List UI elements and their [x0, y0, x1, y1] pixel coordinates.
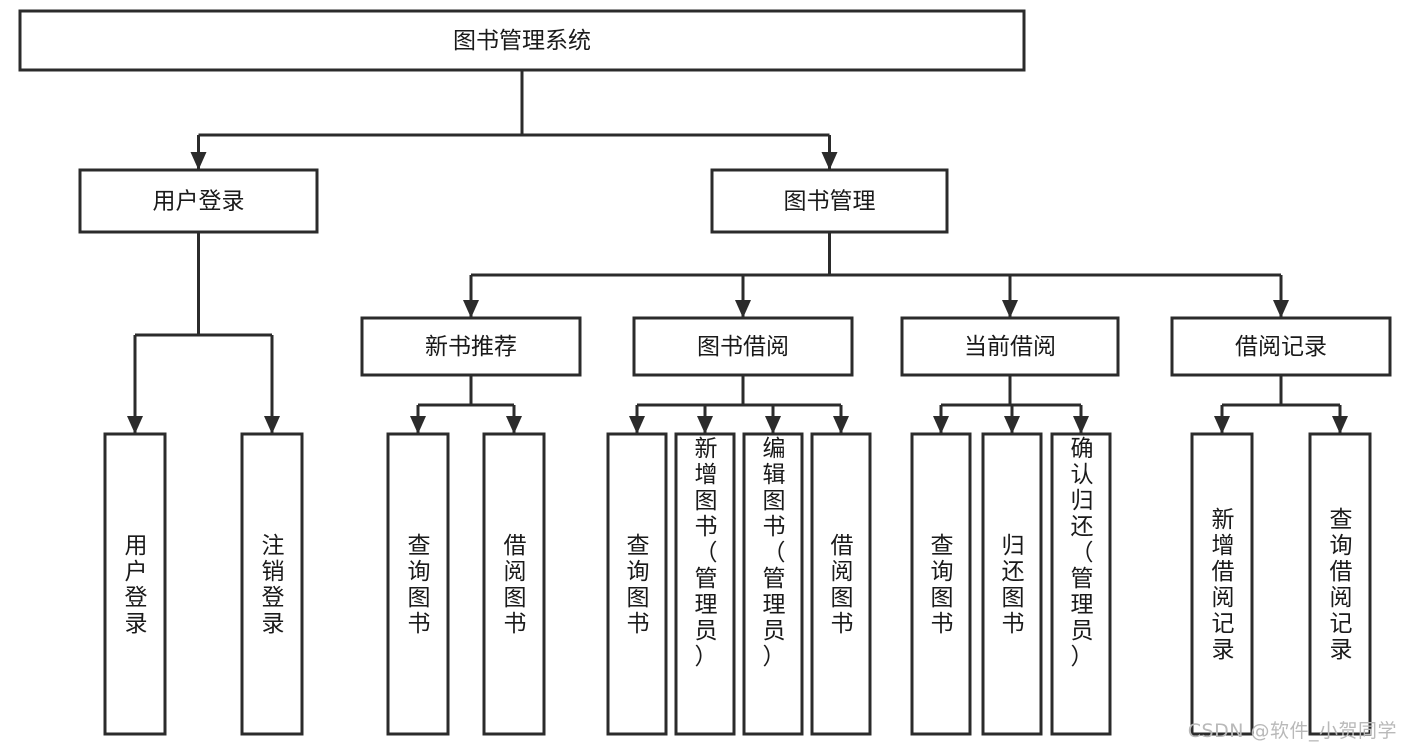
arrow-head-icon — [933, 416, 949, 434]
node-leaf-return-book-box[interactable] — [981, 432, 1043, 736]
node-user-login[interactable]: 用户登录 — [78, 168, 319, 234]
node-leaf-borrow-book-1-label: 借阅图书 — [504, 533, 527, 637]
node-book-borrow-box[interactable] — [632, 316, 854, 377]
node-leaf-borrow-book-1-box[interactable] — [482, 432, 546, 736]
arrow-head-icon — [629, 416, 645, 434]
node-new-book-recommend[interactable]: 新书推荐 — [360, 316, 582, 377]
node-leaf-query-book-3-box[interactable] — [910, 432, 972, 736]
arrow-head-icon — [833, 416, 849, 434]
arrow-head-icon — [1332, 416, 1348, 434]
node-root-box[interactable] — [18, 9, 1026, 72]
arrow-head-icon — [264, 416, 280, 434]
node-root-label: 图书管理系统 — [453, 28, 591, 54]
node-leaf-add-borrow-record-label: 新增借阅记录 — [1212, 507, 1235, 663]
arrow-head-icon — [1002, 300, 1018, 318]
arrow-head-icon — [127, 416, 143, 434]
node-borrow-record[interactable]: 借阅记录 — [1170, 316, 1392, 377]
node-leaf-logout-login-label: 注销登录 — [262, 533, 285, 637]
node-book-manage-box[interactable] — [710, 168, 949, 234]
node-leaf-add-borrow-record-box[interactable] — [1190, 432, 1254, 736]
node-root[interactable]: 图书管理系统 — [18, 9, 1026, 72]
node-leaf-borrow-book-2-label: 借阅图书 — [831, 533, 854, 637]
arrow-head-icon — [1214, 416, 1230, 434]
node-book-borrow[interactable]: 图书借阅 — [632, 316, 854, 377]
node-leaf-query-book-1-label: 查询图书 — [408, 533, 431, 637]
node-leaf-confirm-return-admin-label: 确认归还（管理员） — [1071, 436, 1094, 670]
node-new-book-recommend-label: 新书推荐 — [425, 334, 517, 360]
node-leaf-logout-login-box[interactable] — [240, 432, 304, 736]
node-leaf-borrow-book-2-box[interactable] — [810, 432, 872, 736]
node-book-borrow-label: 图书借阅 — [697, 334, 789, 360]
node-leaf-query-book-1-box[interactable] — [386, 432, 450, 736]
node-leaf-query-borrow-record-box[interactable] — [1308, 432, 1372, 736]
node-leaf-edit-book-admin[interactable]: 编辑图书（管理员） — [742, 432, 804, 736]
arrow-head-icon — [506, 416, 522, 434]
node-user-login-box[interactable] — [78, 168, 319, 234]
node-leaf-borrow-book-2[interactable]: 借阅图书 — [810, 432, 872, 736]
node-leaf-query-borrow-record[interactable]: 查询借阅记录 — [1308, 432, 1372, 736]
node-leaf-user-login-label: 用户登录 — [125, 533, 148, 637]
connector-layer — [127, 70, 1348, 434]
node-leaf-query-book-3[interactable]: 查询图书 — [910, 432, 972, 736]
node-leaf-return-book-label: 归还图书 — [1002, 533, 1025, 637]
node-leaf-query-book-2[interactable]: 查询图书 — [606, 432, 668, 736]
node-leaf-query-book-3-label: 查询图书 — [931, 533, 954, 637]
arrow-head-icon — [765, 416, 781, 434]
node-leaf-add-borrow-record[interactable]: 新增借阅记录 — [1190, 432, 1254, 736]
node-leaf-query-book-1[interactable]: 查询图书 — [386, 432, 450, 736]
arrow-head-icon — [410, 416, 426, 434]
arrow-head-icon — [735, 300, 751, 318]
node-current-borrow-label: 当前借阅 — [964, 334, 1056, 360]
node-leaf-edit-book-admin-box[interactable] — [742, 432, 804, 736]
node-leaf-user-login[interactable]: 用户登录 — [103, 432, 167, 736]
node-book-manage-label: 图书管理 — [784, 189, 876, 215]
arrow-head-icon — [1004, 416, 1020, 434]
node-leaf-user-login-box[interactable] — [103, 432, 167, 736]
node-borrow-record-label: 借阅记录 — [1235, 334, 1327, 360]
node-leaf-edit-book-admin-label: 编辑图书（管理员） — [763, 436, 786, 670]
arrow-head-icon — [821, 152, 838, 170]
node-leaf-borrow-book-1[interactable]: 借阅图书 — [482, 432, 546, 736]
node-leaf-query-book-2-box[interactable] — [606, 432, 668, 736]
arrow-head-icon — [190, 152, 207, 170]
node-layer: 图书管理系统用户登录图书管理新书推荐图书借阅当前借阅借阅记录用户登录注销登录查询… — [18, 9, 1392, 736]
arrow-head-icon — [463, 300, 479, 318]
node-leaf-add-book-admin-label: 新增图书（管理员） — [695, 436, 718, 670]
node-new-book-recommend-box[interactable] — [360, 316, 582, 377]
arrow-head-icon — [1273, 300, 1289, 318]
node-borrow-record-box[interactable] — [1170, 316, 1392, 377]
node-leaf-add-book-admin[interactable]: 新增图书（管理员） — [674, 432, 736, 736]
arrow-head-icon — [697, 416, 713, 434]
node-leaf-confirm-return-admin-box[interactable] — [1050, 432, 1112, 736]
node-user-login-label: 用户登录 — [153, 189, 245, 215]
node-leaf-logout-login[interactable]: 注销登录 — [240, 432, 304, 736]
node-leaf-return-book[interactable]: 归还图书 — [981, 432, 1043, 736]
node-leaf-query-book-2-label: 查询图书 — [627, 533, 650, 637]
node-leaf-add-book-admin-box[interactable] — [674, 432, 736, 736]
arrow-head-icon — [1073, 416, 1089, 434]
node-leaf-confirm-return-admin[interactable]: 确认归还（管理员） — [1050, 432, 1112, 736]
node-current-borrow[interactable]: 当前借阅 — [900, 316, 1120, 377]
node-book-manage[interactable]: 图书管理 — [710, 168, 949, 234]
node-leaf-query-borrow-record-label: 查询借阅记录 — [1330, 507, 1353, 663]
node-current-borrow-box[interactable] — [900, 316, 1120, 377]
